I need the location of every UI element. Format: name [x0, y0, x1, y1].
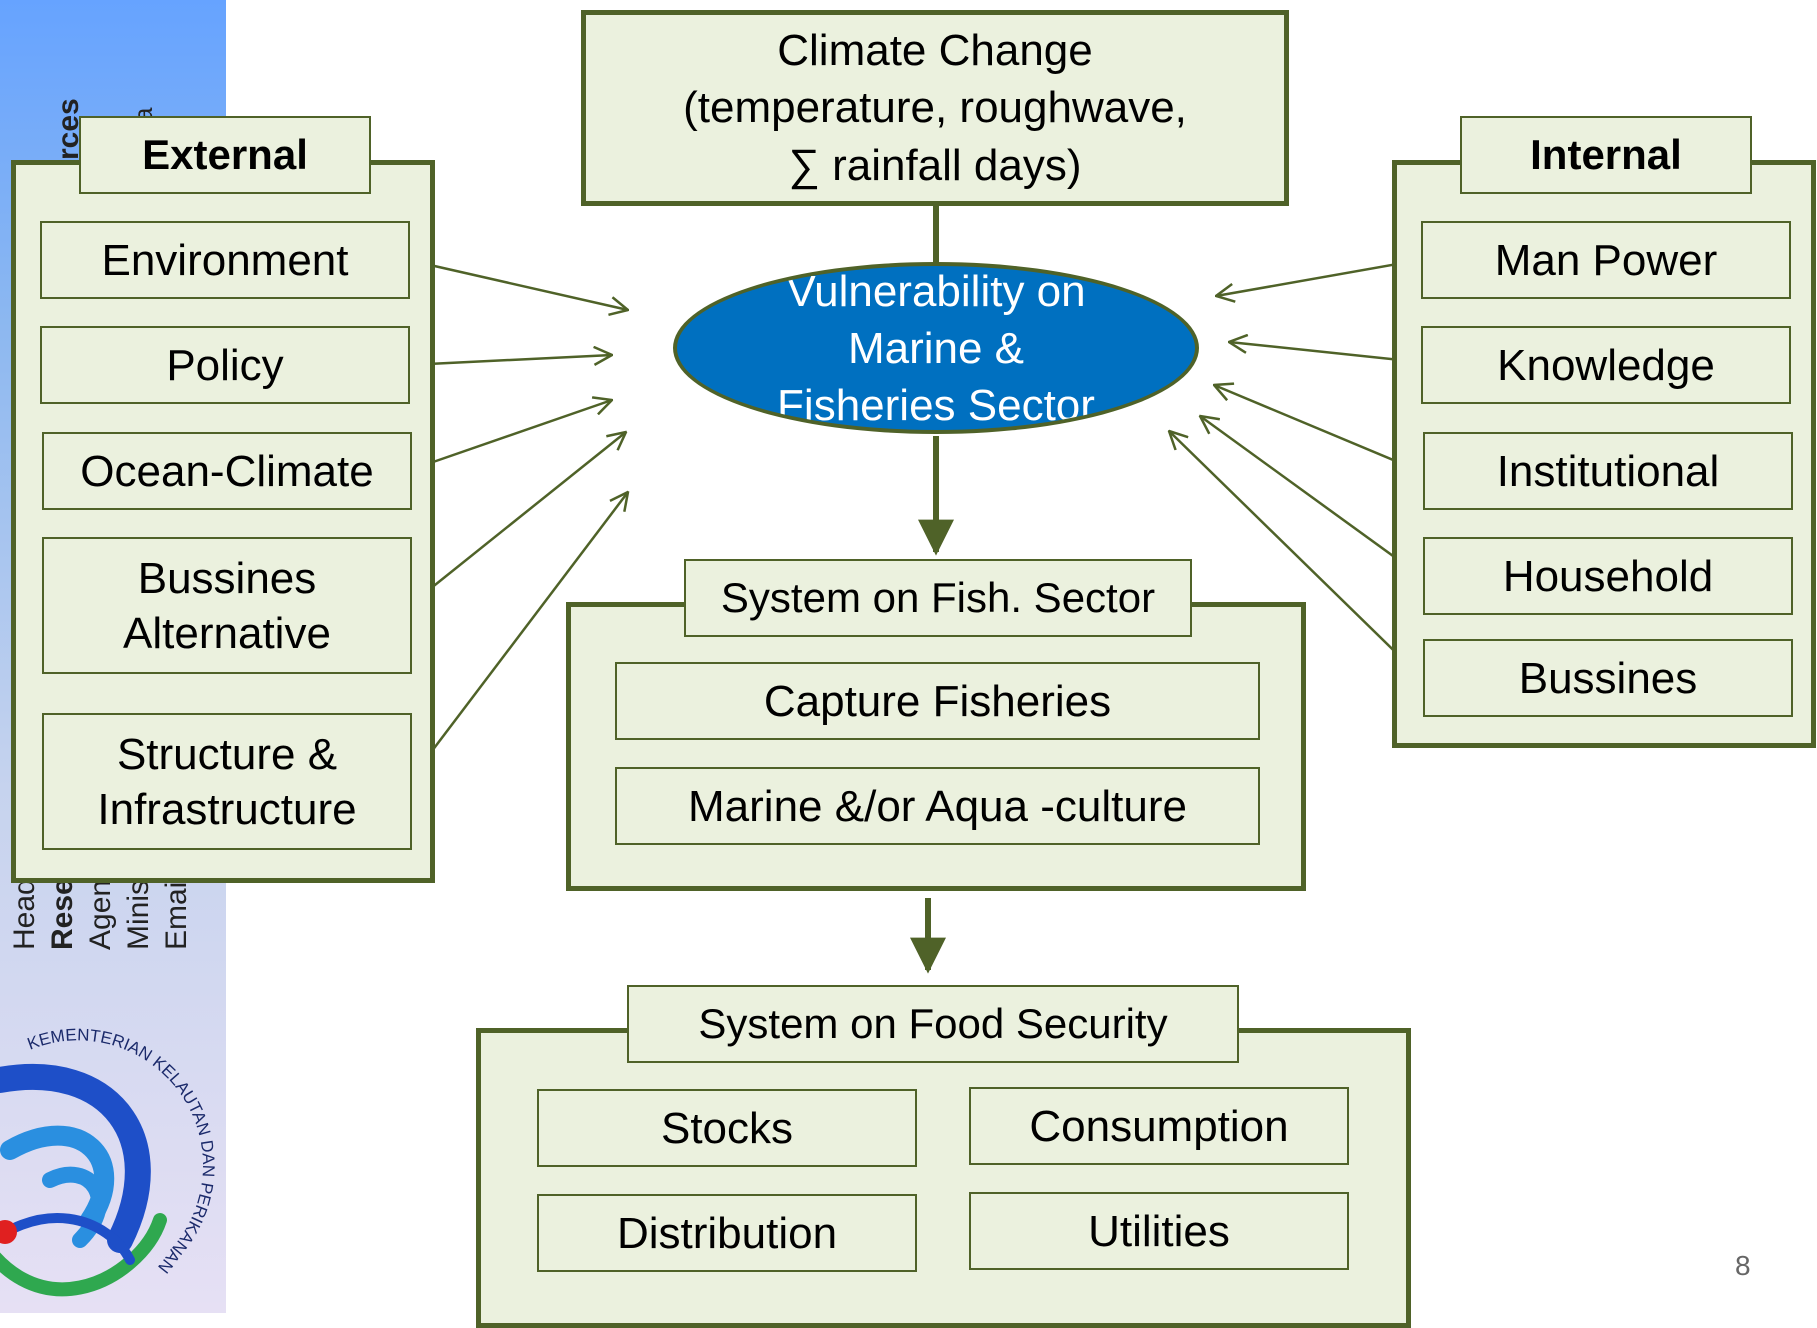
vulnerability-ellipse: Vulnerability on Marine & Fisheries Sect… — [673, 262, 1199, 434]
ministry-logo: KEMENTERIAN KELAUTAN DAN PERIKANAN — [0, 1025, 218, 1297]
man-power-arrow — [1216, 258, 1421, 296]
internal-item-bussines: Bussines — [1423, 639, 1793, 717]
climate-line-2: (temperature, roughwave, — [683, 83, 1187, 133]
vulnerability-line-1: Vulnerability on — [786, 266, 1086, 316]
food-item-consumption: Consumption — [969, 1087, 1349, 1165]
policy-arrow — [407, 355, 612, 367]
external-item-bussines-alternative: Bussines Alternative — [42, 537, 412, 674]
vulnerability-line-3: Fisheries Sector — [777, 380, 1095, 430]
food-security-panel — [476, 1028, 1411, 1328]
fish-sector-panel — [566, 602, 1306, 891]
climate-change-box: Climate Change (temperature, roughwave, … — [581, 10, 1289, 206]
food-item-utilities: Utilities — [969, 1192, 1349, 1270]
bussines-arrow — [1169, 431, 1423, 679]
fish-sector-title: System on Fish. Sector — [684, 559, 1192, 637]
fish-item-aquaculture: Marine &/or Aqua -culture — [615, 767, 1260, 845]
ocean-climate-arrow — [409, 400, 612, 472]
environment-arrow — [407, 258, 628, 310]
food-item-distribution: Distribution — [537, 1194, 917, 1272]
climate-line-3: ∑ rainfall days) — [788, 140, 1082, 190]
internal-item-household: Household — [1423, 537, 1793, 615]
external-item-structure-infrastructure: Structure & Infrastructure — [42, 713, 412, 850]
knowledge-arrow — [1229, 342, 1421, 364]
food-security-title: System on Food Security — [627, 985, 1239, 1063]
internal-item-knowledge: Knowledge — [1421, 326, 1791, 404]
bussines-alternative-arrow — [409, 432, 626, 606]
food-item-stocks: Stocks — [537, 1089, 917, 1167]
external-item-policy: Policy — [40, 326, 410, 404]
institutional-arrow — [1214, 385, 1423, 474]
external-item-ocean-climate: Ocean-Climate — [42, 432, 412, 510]
climate-line-1: Climate Change — [777, 26, 1093, 76]
vulnerability-line-2: Marine & — [847, 323, 1025, 373]
external-item-environment: Environment — [40, 221, 410, 299]
fish-item-capture-fisheries: Capture Fisheries — [615, 662, 1260, 740]
household-arrow — [1200, 416, 1423, 579]
page-number: 8 — [1735, 1250, 1751, 1281]
external-title: External — [79, 116, 371, 194]
structure-arrow — [409, 492, 628, 781]
internal-title: Internal — [1460, 116, 1752, 194]
internal-item-institutional: Institutional — [1423, 432, 1793, 510]
internal-item-man-power: Man Power — [1421, 221, 1791, 299]
